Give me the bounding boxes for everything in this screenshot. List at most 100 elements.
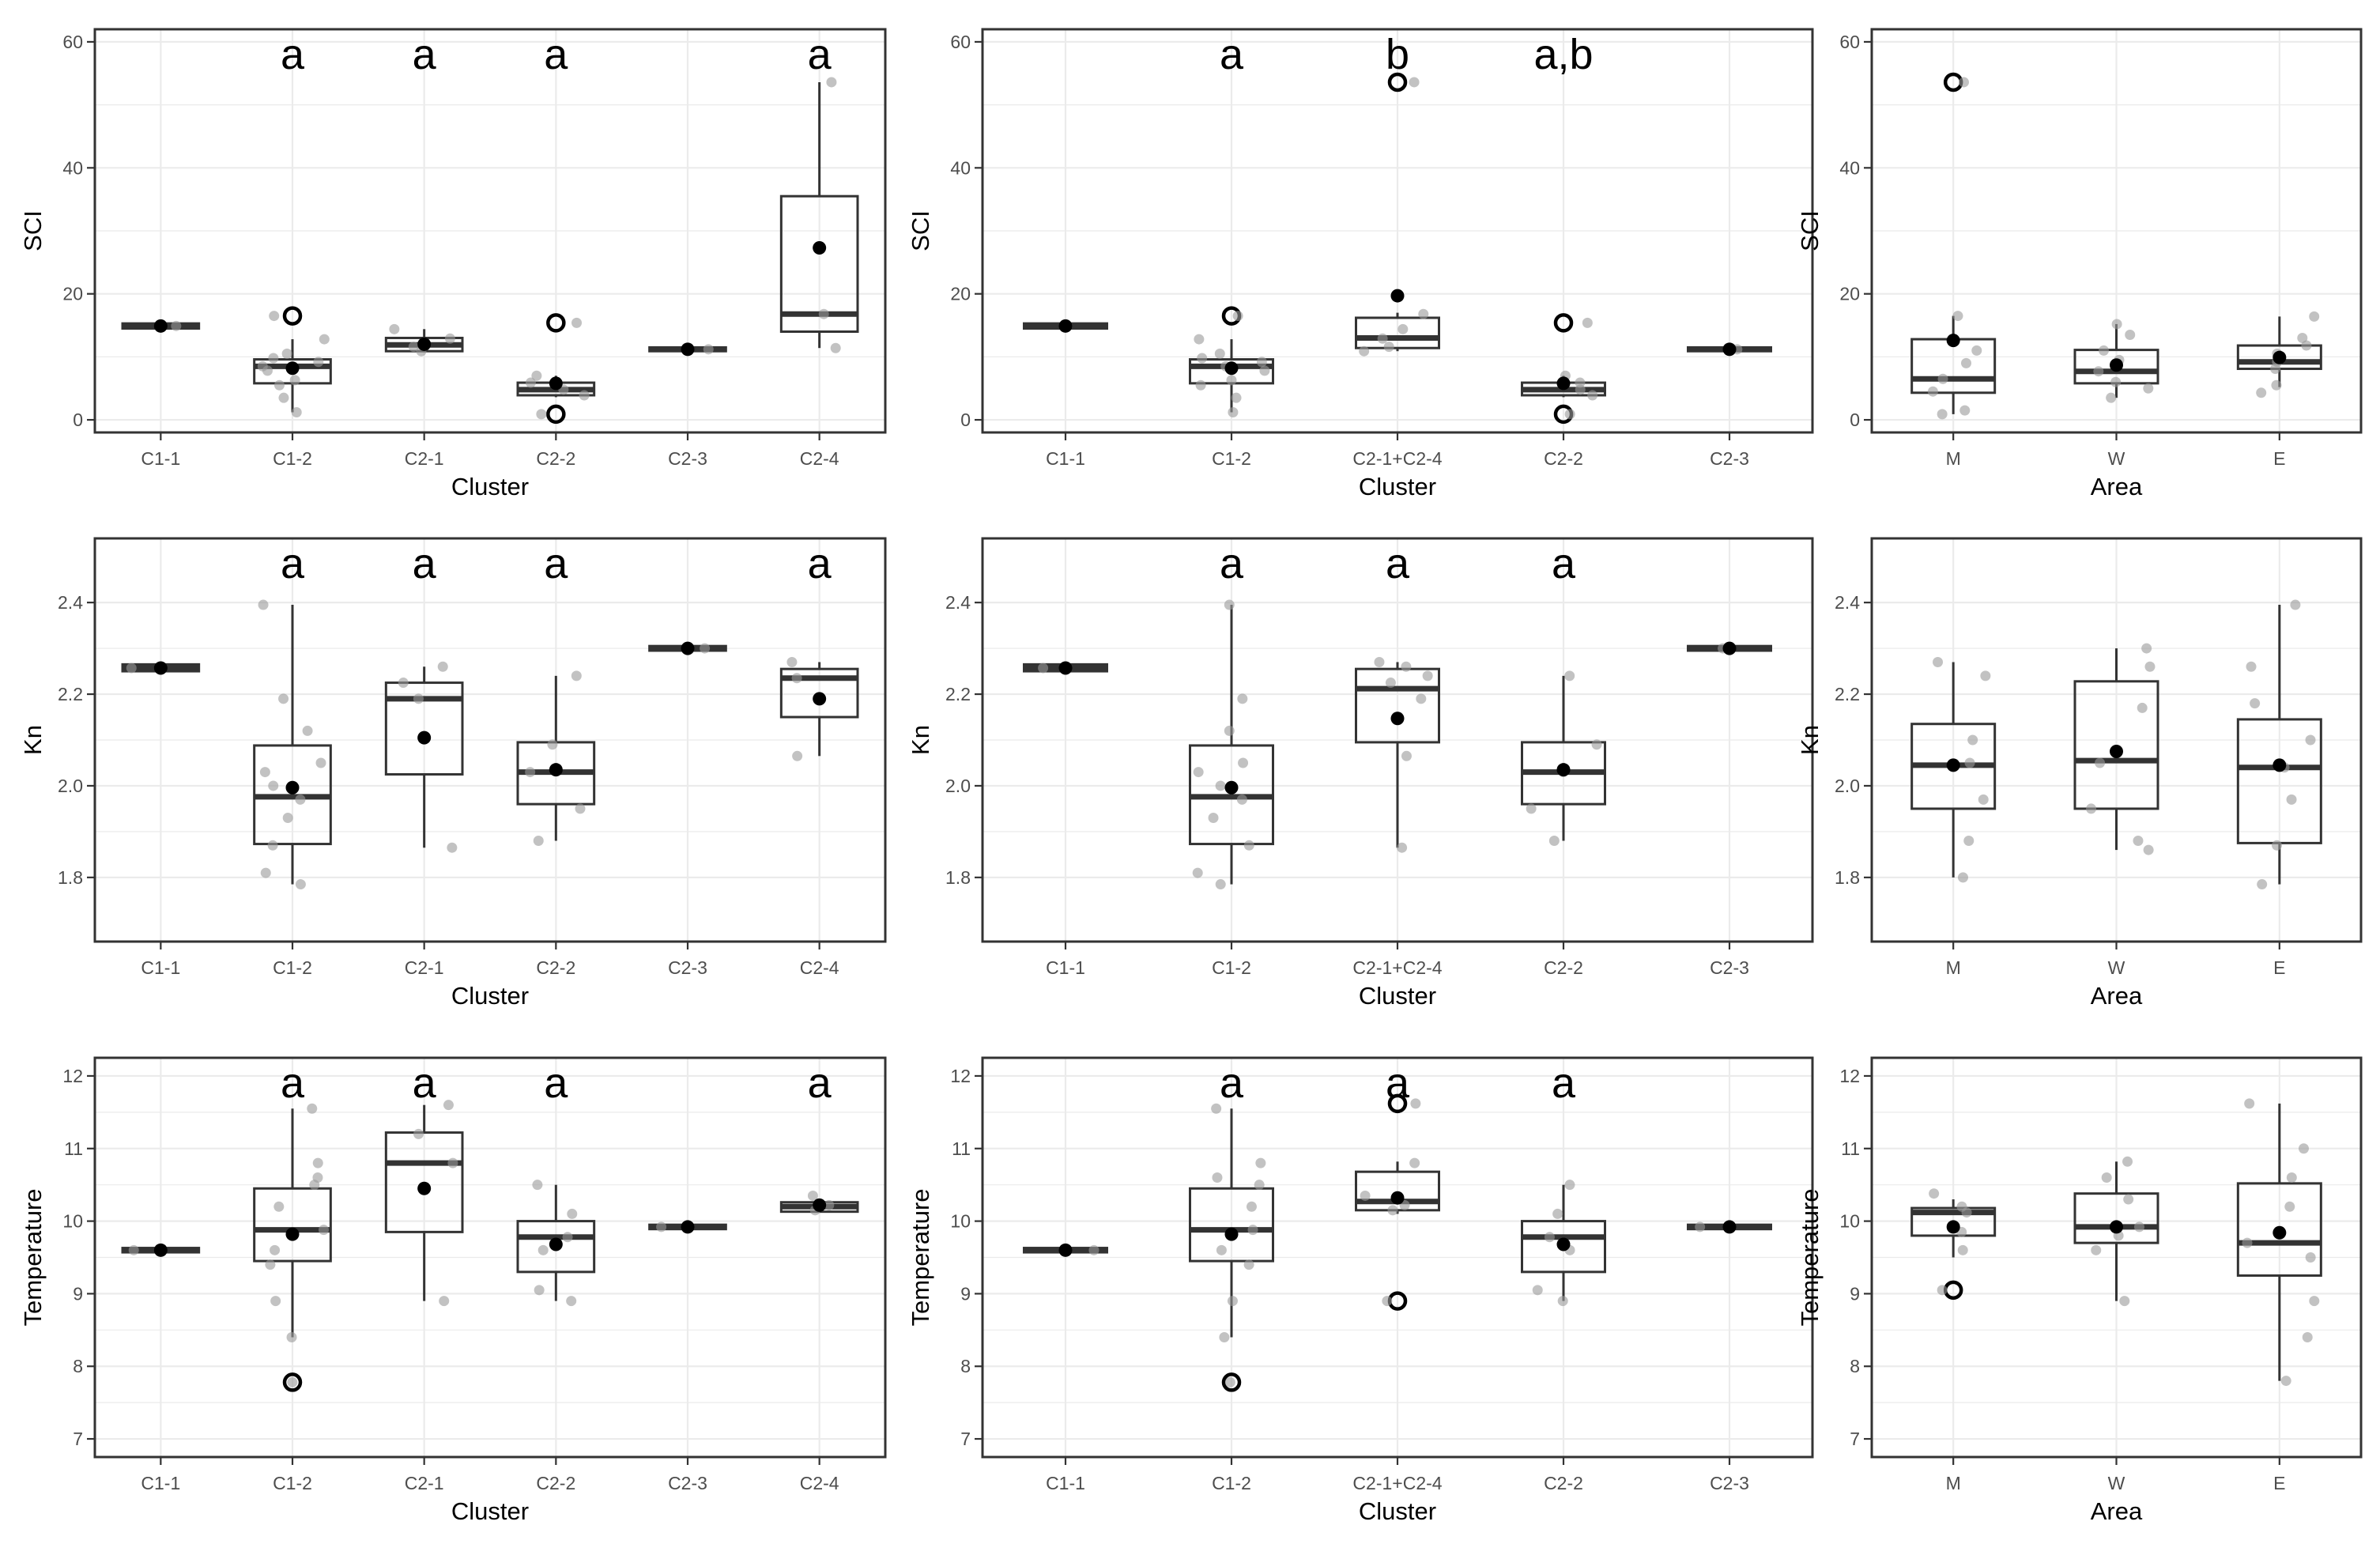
jitter-point	[319, 334, 330, 345]
y-tick-label: 2.4	[1835, 592, 1860, 613]
box-group-C2-1+C2-4: a	[1355, 1059, 1440, 1311]
jitter-point	[2099, 345, 2110, 356]
jitter-point	[268, 353, 279, 364]
jitter-point	[1255, 1157, 1266, 1168]
jitter-point	[1193, 767, 1204, 778]
jitter-point	[1548, 836, 1560, 846]
box-group-M	[1910, 1188, 1997, 1301]
jitter-point	[575, 803, 586, 814]
x-tick-label: C2-3	[1710, 448, 1749, 469]
x-axis-title: Cluster	[1359, 982, 1436, 1010]
mean-point	[813, 241, 827, 255]
y-tick-label: 60	[62, 32, 83, 52]
y-tick-label: 2.2	[58, 684, 83, 704]
jitter-point	[656, 1221, 667, 1233]
jitter-point	[1192, 867, 1203, 878]
significance-letter: a	[413, 1059, 437, 1107]
x-tick-label: M	[1946, 448, 1961, 469]
mean-point	[813, 692, 827, 706]
y-tick-label: 2.0	[58, 776, 83, 796]
y-tick-label: 10	[62, 1211, 83, 1232]
jitter-point	[1544, 1232, 1555, 1243]
jitter-point	[1360, 1190, 1371, 1201]
jitter-point	[1243, 1259, 1254, 1270]
significance-letter: a	[413, 540, 437, 587]
y-axis-title: Kn	[1796, 725, 1824, 755]
box-group-C1-2: a	[253, 31, 332, 417]
jitter-point	[278, 693, 289, 704]
iqr-box	[516, 1220, 596, 1274]
jitter-point	[1256, 357, 1267, 368]
jitter-point	[2284, 1201, 2295, 1212]
jitter-point	[2309, 1296, 2320, 1307]
outlier-point	[1387, 1093, 1408, 1114]
jitter-point	[267, 840, 278, 851]
x-tick-label: C2-1	[405, 1473, 444, 1493]
jitter-point	[1937, 409, 1948, 420]
mean-point	[2110, 358, 2123, 372]
y-tick-label: 7	[73, 1429, 83, 1449]
jitter-point	[2106, 392, 2117, 403]
jitter-point	[1409, 1157, 1420, 1168]
jitter-point	[287, 1376, 298, 1387]
y-tick-label: 8	[73, 1356, 83, 1376]
x-tick-label: C1-1	[1046, 957, 1085, 978]
jitter-point	[2290, 599, 2301, 610]
mean-point	[1390, 712, 1405, 726]
mean-point	[2273, 350, 2287, 364]
x-tick-label: W	[2108, 448, 2125, 469]
jitter-point	[269, 311, 280, 322]
box-group-C1-2: a	[253, 540, 332, 890]
jitter-point	[1226, 375, 1237, 386]
x-tick-label: C2-3	[1710, 1473, 1749, 1493]
jitter-point	[830, 342, 841, 353]
y-tick-label: 40	[950, 157, 971, 178]
jitter-point	[579, 390, 590, 401]
box-group-C2-3	[648, 1220, 727, 1234]
jitter-point	[1377, 333, 1388, 344]
significance-letter: a	[1552, 540, 1576, 587]
significance-letter: a	[544, 540, 568, 587]
jitter-point	[1214, 348, 1225, 359]
jitter-point	[313, 357, 324, 368]
significance-letter: a	[1552, 1059, 1576, 1107]
y-tick-label: 7	[1850, 1429, 1860, 1449]
y-tick-label: 7	[960, 1429, 971, 1449]
significance-letter: a	[1220, 31, 1244, 78]
significance-letter: a	[281, 31, 305, 78]
jitter-point	[1952, 311, 1963, 322]
jitter-point	[792, 750, 803, 761]
x-tick-label: C2-3	[668, 957, 707, 978]
mean-point	[153, 1243, 168, 1257]
jitter-point	[1564, 409, 1575, 420]
box-group-C2-4: a	[779, 1059, 859, 1216]
jitter-point	[1359, 345, 1370, 357]
jitter-point	[2286, 1172, 2297, 1183]
x-tick-label: C1-2	[1212, 957, 1251, 978]
x-tick-label: C2-1	[405, 957, 444, 978]
x-tick-label: C1-2	[273, 448, 312, 469]
jitter-point	[1397, 323, 1409, 334]
iqr-box	[1355, 667, 1440, 744]
panel-border	[93, 1056, 887, 1459]
jitter-point	[2250, 698, 2261, 709]
jitter-point	[1956, 1201, 1967, 1212]
jitter-point	[1215, 879, 1226, 890]
box-group-C1-1	[121, 1243, 201, 1257]
y-tick-label: 20	[62, 284, 83, 304]
jitter-point	[2242, 1237, 2253, 1248]
mean-point	[417, 1181, 432, 1195]
mean-point	[2273, 758, 2287, 772]
jitter-point	[1401, 750, 1412, 761]
x-tick-label: C2-3	[668, 448, 707, 469]
x-tick-label: C2-1+C2-4	[1352, 957, 1442, 978]
mean-point	[681, 342, 695, 357]
x-tick-label: W	[2108, 1473, 2125, 1493]
jitter-point	[1374, 656, 1385, 667]
jitter-point	[525, 767, 536, 778]
significance-letter: a	[1386, 1059, 1410, 1107]
